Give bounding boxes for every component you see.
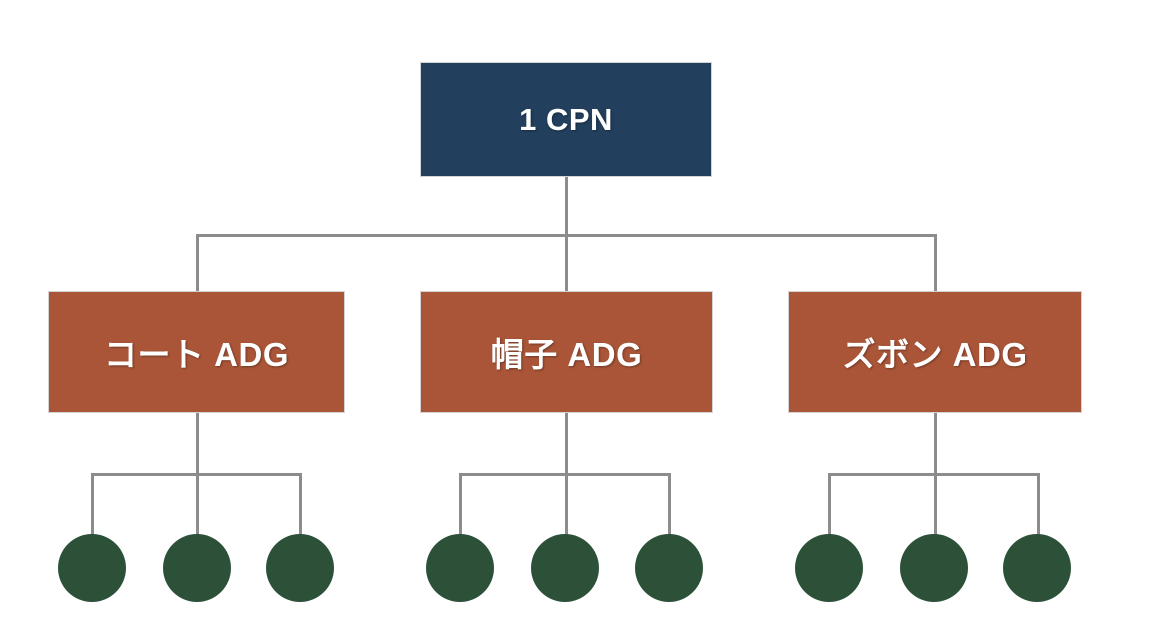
connector-group-2-bus [459, 473, 670, 476]
leaf-node-coat-1[interactable] [58, 534, 126, 602]
connector-group-3-leaf-3 [1037, 473, 1040, 536]
leaf-node-trousers-3[interactable] [1003, 534, 1071, 602]
leaf-node-hat-3[interactable] [635, 534, 703, 602]
connector-group-3-bus [828, 473, 1039, 476]
connector-group-2-leaf-3 [668, 473, 671, 536]
connector-group-3-stem [934, 413, 937, 474]
connector-group-2-leaf-1 [459, 473, 462, 536]
node-group-trousers-adg[interactable]: ズボン ADG [788, 291, 1082, 413]
connector-group-1-leaf-3 [299, 473, 302, 536]
leaf-node-coat-2[interactable] [163, 534, 231, 602]
connector-group-3-leaf-1 [828, 473, 831, 536]
node-group-coat-adg[interactable]: コート ADG [48, 291, 345, 413]
connector-group-2-leaf-2 [565, 473, 568, 536]
connector-group-2-stem [565, 413, 568, 474]
connector-drop-group-2 [565, 234, 568, 291]
node-root-cpn[interactable]: 1 CPN [420, 62, 712, 177]
connector-group-1-stem [196, 413, 199, 474]
node-group-hat-adg[interactable]: 帽子 ADG [420, 291, 713, 413]
leaf-node-hat-1[interactable] [426, 534, 494, 602]
leaf-node-coat-3[interactable] [266, 534, 334, 602]
leaf-node-trousers-2[interactable] [900, 534, 968, 602]
connector-drop-group-1 [196, 234, 199, 291]
connector-drop-group-3 [934, 234, 937, 291]
leaf-node-hat-2[interactable] [531, 534, 599, 602]
connector-root-stem [565, 177, 568, 237]
connector-group-1-leaf-2 [196, 473, 199, 536]
connector-group-1-leaf-1 [91, 473, 94, 536]
connector-group-3-leaf-2 [934, 473, 937, 536]
leaf-node-trousers-1[interactable] [795, 534, 863, 602]
